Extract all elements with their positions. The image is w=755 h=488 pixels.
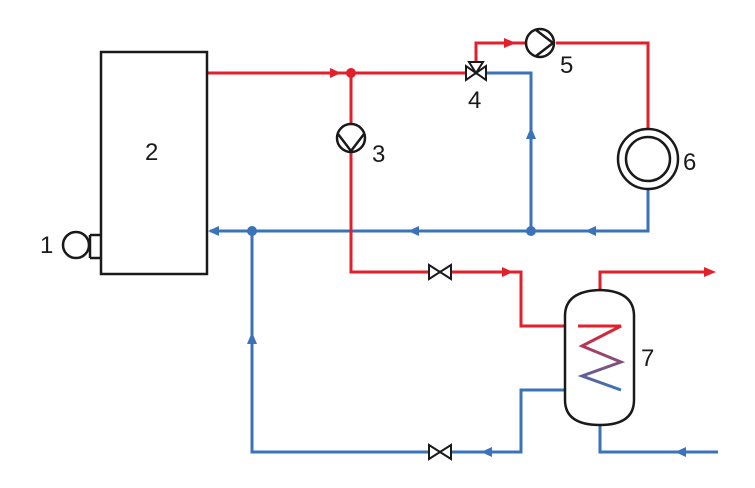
- pump-to-radiator-pipe: [556, 41, 650, 128]
- flow-arrow-icon: [408, 226, 419, 236]
- label-radiator: 6: [683, 149, 696, 176]
- flow-arrow-icon: [704, 267, 716, 277]
- flow-arrows: [208, 38, 716, 457]
- cold-water-inlet-pipe: [598, 425, 718, 454]
- pump-icon: [524, 27, 556, 59]
- flow-arrow-icon: [585, 226, 596, 236]
- label-boiler: 2: [145, 139, 158, 166]
- flow-arrow-icon: [330, 68, 341, 78]
- label-burner: 1: [40, 232, 53, 259]
- storage-tank: [563, 288, 636, 427]
- valve-to-pump-pipe: [474, 41, 526, 62]
- label-mixing-valve: 4: [468, 87, 481, 114]
- label-pump-primary: 3: [372, 141, 385, 168]
- bypass-return-pipe: [487, 71, 533, 231]
- heating-coil-icon: [577, 324, 626, 392]
- hot-water-outlet-pipe: [598, 270, 712, 290]
- flow-arrow-icon: [504, 38, 516, 48]
- shutoff-valve-icon: [428, 263, 452, 281]
- radiator-icon: [616, 127, 680, 191]
- junctions: [247, 68, 536, 236]
- burner-icon: [61, 230, 101, 260]
- flow-arrow-icon: [247, 332, 257, 344]
- main-return-pipe: [210, 190, 650, 233]
- flow-arrow-icon: [208, 226, 219, 236]
- three-way-valve-icon: [465, 61, 487, 82]
- pump-icon: [335, 122, 367, 154]
- return-junction: [247, 226, 257, 236]
- boiler: [99, 50, 209, 276]
- flow-arrow-icon: [675, 447, 686, 457]
- flow-arrow-icon: [481, 447, 492, 457]
- return-junction: [526, 226, 536, 236]
- tank-return-pipe: [250, 231, 621, 454]
- tank-feed-pipe: [349, 73, 578, 328]
- supply-junction: [346, 68, 356, 78]
- label-pump-heating: 5: [560, 52, 573, 79]
- shutoff-valve-icon: [428, 443, 452, 461]
- component-labels: 1 2 3 4 5 6 7: [40, 52, 696, 372]
- flow-arrow-icon: [526, 127, 536, 139]
- label-storage-tank: 7: [641, 345, 654, 372]
- flow-arrow-icon: [502, 267, 513, 277]
